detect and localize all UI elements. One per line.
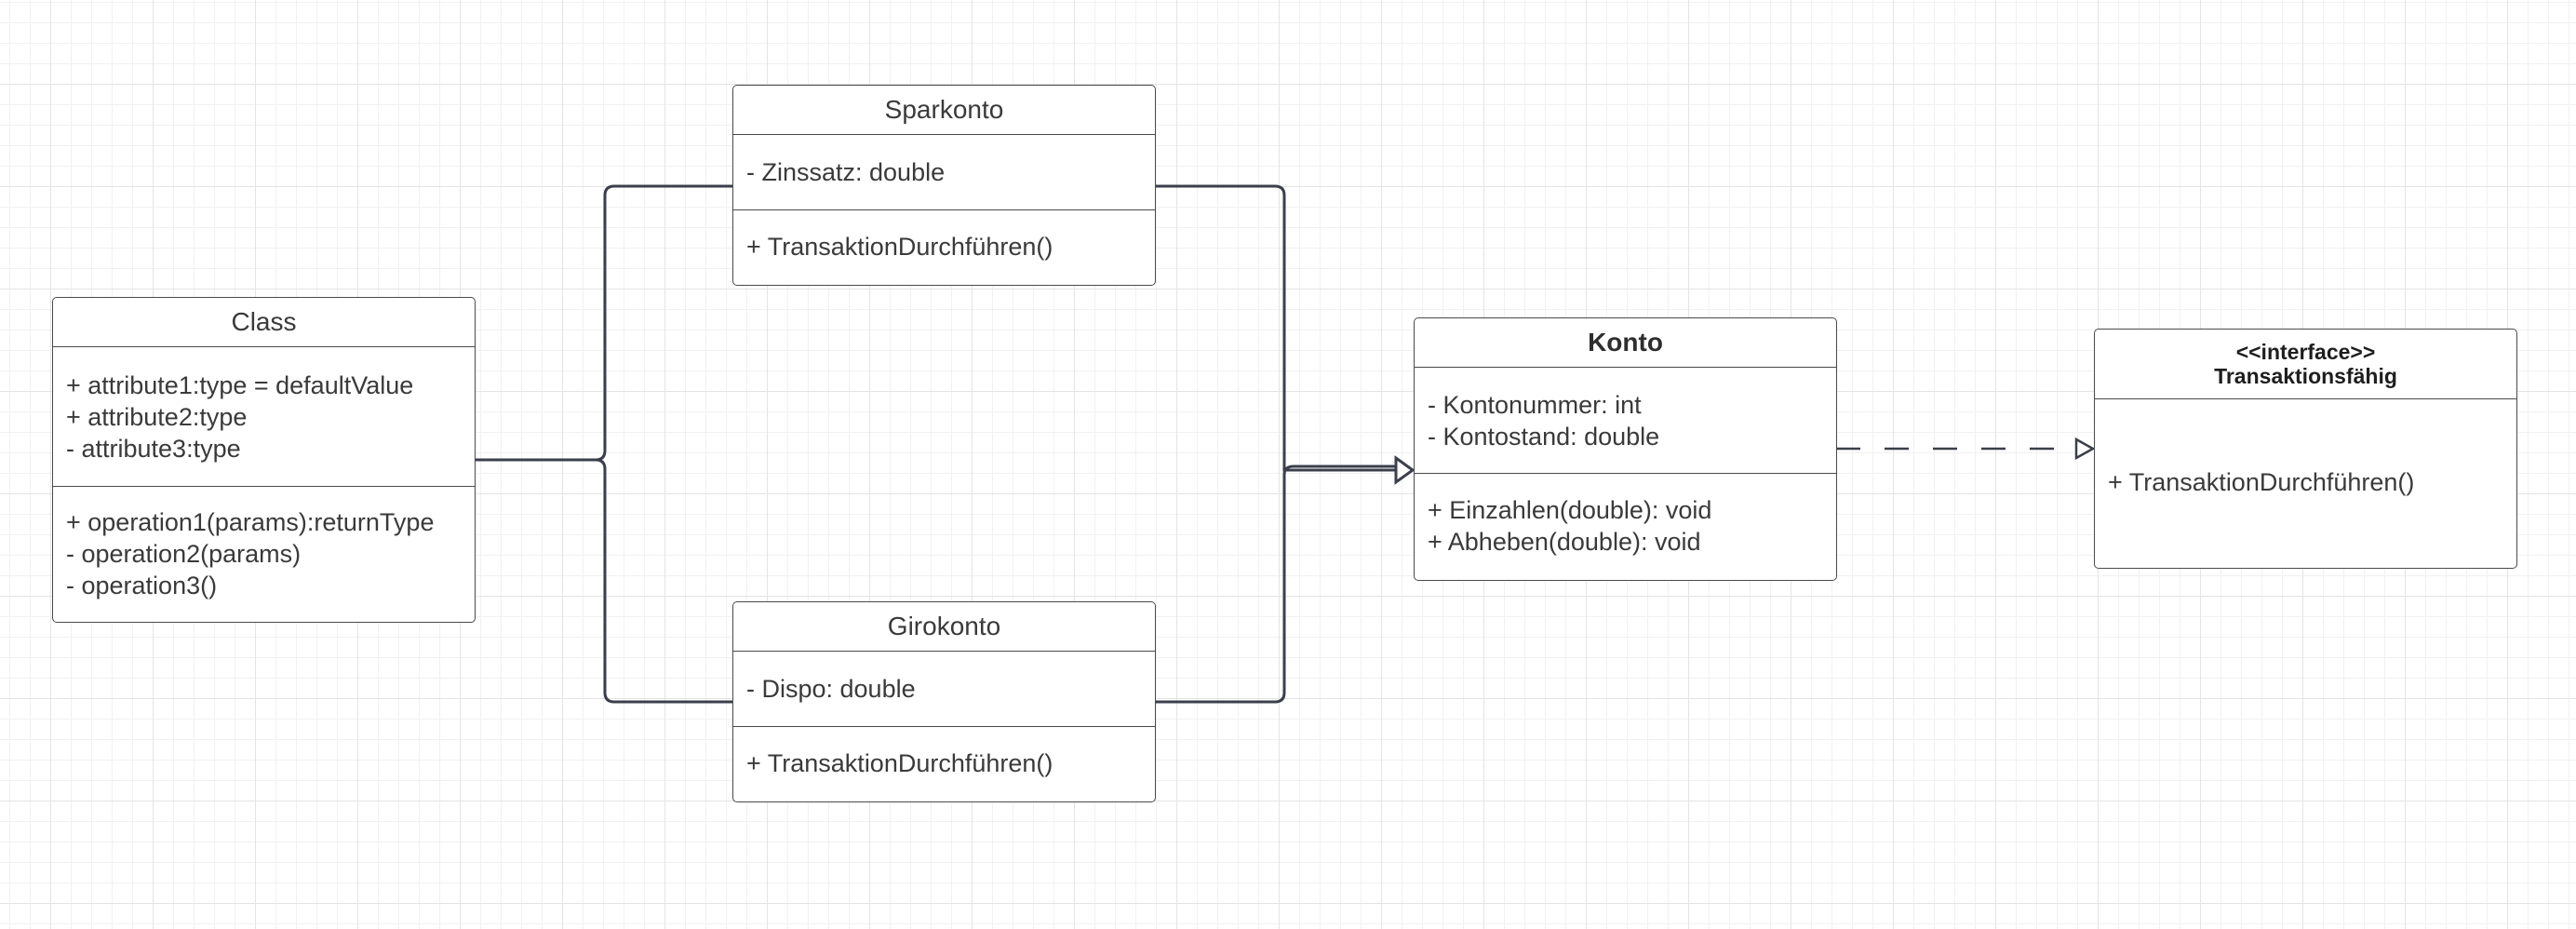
class-name: Class [231,307,297,336]
konto-operation-1: + Einzahlen(double): void [1428,495,1712,524]
class-operation-3: - operation3() [66,572,218,599]
girokonto-operations: + TransaktionDurchführen() [733,726,1155,799]
sparkonto-name: Sparkonto [884,95,1004,124]
girokonto-operation-1: + TransaktionDurchführen() [746,748,1053,777]
sparkonto-operations: + TransaktionDurchführen() [733,209,1155,282]
class-attributes: + attribute1:type = defaultValue + attri… [53,346,475,486]
realization-arrowhead-icon [2074,437,2096,461]
girokonto-name: Girokonto [887,612,1001,640]
generalization-sparkonto-konto-line [1156,184,1396,472]
girokonto-attributes: - Dispo: double [733,651,1155,726]
konto-operations: + Einzahlen(double): void + Abheben(doub… [1415,473,1836,577]
sparkonto-attributes: - Zinssatz: double [733,134,1155,209]
class-attribute-1: + attribute1:type = defaultValue [66,370,414,399]
konto-box[interactable]: Konto - Kontonummer: int - Kontostand: d… [1414,317,1837,581]
konto-attribute-1: - Kontonummer: int [1428,390,1642,419]
interface-name: Transaktionsfähig [2214,364,2397,388]
interface-stereotype: <<interface>> [2235,340,2376,364]
class-box[interactable]: Class + attribute1:type = defaultValue +… [52,297,476,623]
class-operation-1: + operation1(params):returnType [66,508,435,536]
sparkonto-box[interactable]: Sparkonto - Zinssatz: double + Transakti… [732,85,1156,286]
konto-operation-2: + Abheben(double): void [1428,527,1701,556]
sparkonto-operation-1: + TransaktionDurchführen() [746,232,1053,261]
sparkonto-attribute-1: - Zinssatz: double [746,158,946,186]
class-attribute-2: + attribute2:type [66,402,248,431]
transaktionsfaehig-interface-box[interactable]: <<interface>> Transaktionsfähig + Transa… [2094,329,2517,569]
class-operation-2: - operation2(params) [66,540,302,568]
girokonto-attribute-1: - Dispo: double [746,675,916,703]
generalization-arrowhead-icon [1394,455,1415,485]
generalization-girokonto-konto-line [1156,464,1396,704]
konto-attributes: - Kontonummer: int - Kontostand: double [1415,367,1836,473]
konto-attribute-2: - Kontostand: double [1428,422,1660,451]
association-class-sparkonto-line [475,184,733,462]
interface-operations: + TransaktionDurchführen() [2095,398,2516,564]
interface-header: <<interface>> Transaktionsfähig [2095,330,2516,398]
class-operations: + operation1(params):returnType - operat… [53,486,475,621]
konto-name: Konto [1588,328,1663,357]
association-class-girokonto-line [595,458,733,704]
girokonto-box[interactable]: Girokonto - Dispo: double + TransaktionD… [732,601,1156,802]
interface-operation-1: + TransaktionDurchführen() [2108,467,2415,496]
class-attribute-3: - attribute3:type [66,434,241,463]
